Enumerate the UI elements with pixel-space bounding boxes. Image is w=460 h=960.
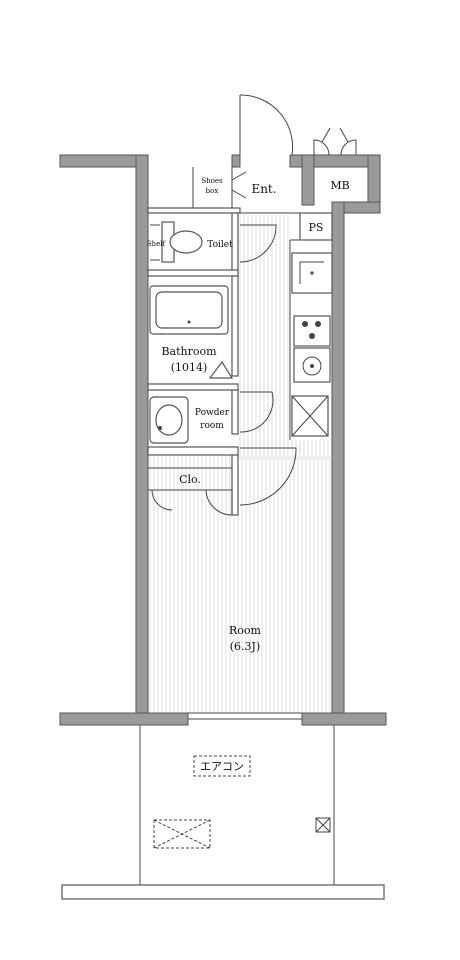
label-aircon: エアコン — [200, 760, 244, 773]
kitchen — [291, 252, 333, 437]
mb-door-swing-icon — [313, 127, 357, 156]
doors — [151, 94, 357, 516]
wall-top-left — [59, 154, 149, 168]
outdoor-unit-icon — [153, 819, 211, 849]
bathtub-icon — [149, 285, 229, 335]
room-door-swing-icon — [239, 447, 297, 506]
wall-mb-left — [301, 154, 315, 206]
partitions — [147, 167, 333, 516]
door-swing-icon — [239, 94, 294, 156]
balcony-rail — [61, 884, 385, 900]
label-bathroom-2: (1014) — [171, 361, 208, 374]
stove-icon — [293, 315, 331, 347]
label-ent: Ent. — [251, 182, 276, 196]
label-room-2: (6.3J) — [230, 640, 261, 653]
closet-door-swing-icon — [205, 489, 233, 516]
washbasin-icon — [149, 396, 189, 444]
partition-toilet-bath — [147, 269, 239, 277]
partition-bath-powder — [147, 383, 239, 391]
label-mb: MB — [330, 179, 349, 192]
label-room-1: Room — [229, 624, 262, 637]
label-clo: Clo. — [179, 473, 201, 486]
balcony — [61, 712, 385, 900]
partition-bath-right — [231, 275, 239, 377]
label-powder-2: room — [200, 421, 224, 431]
fridge-dot — [310, 271, 314, 275]
bath-door-marker-icon — [208, 360, 234, 379]
aircon-box — [193, 755, 251, 777]
label-shoes-box-1: Shoes — [201, 177, 223, 185]
wall-ent-left-post — [231, 154, 241, 168]
toilet-icon — [150, 221, 203, 263]
label-shoes-box-2: box — [206, 187, 219, 195]
partition-powder-right — [231, 389, 239, 435]
walls — [59, 154, 387, 726]
wall-bottom-right — [301, 712, 387, 726]
label-powder-1: Powder — [195, 408, 230, 418]
label-shelf: Shelf — [147, 240, 167, 248]
ps-shaft — [299, 212, 333, 241]
floor-hatching — [149, 215, 331, 712]
bath-fixtures — [149, 221, 234, 444]
toilet-door-swing-icon — [239, 224, 277, 263]
label-toilet: Toilet — [207, 240, 233, 250]
wall-bottom-left — [59, 712, 189, 726]
drain-icon — [315, 817, 331, 833]
powder-door-swing-icon — [239, 391, 274, 433]
shoebox-door-icon — [231, 171, 247, 199]
partition-clo-right — [231, 454, 239, 516]
partition-toilet-right — [231, 212, 239, 274]
label-bathroom-1: Bathroom — [161, 345, 217, 358]
label-ps: PS — [309, 221, 324, 234]
partition-powder-clo — [147, 446, 239, 456]
partition-shoesbox-bottom — [147, 207, 241, 214]
wall-right — [331, 201, 345, 726]
